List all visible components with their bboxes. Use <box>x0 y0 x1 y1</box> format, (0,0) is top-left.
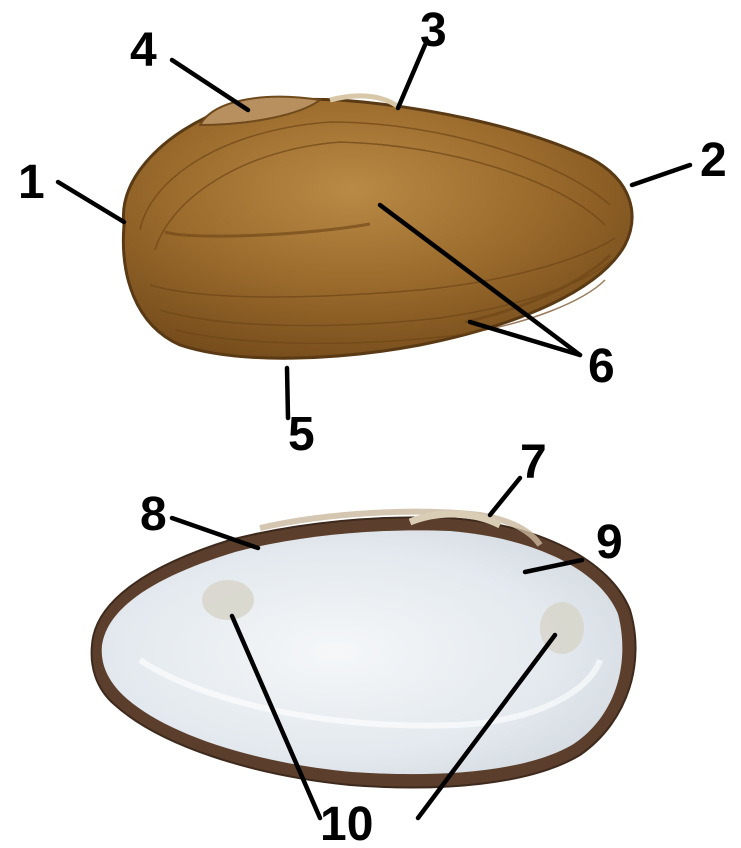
label-8: 8 <box>140 488 167 541</box>
shell-interior <box>92 512 636 788</box>
leader-4 <box>172 60 248 110</box>
shell-exterior <box>123 96 632 358</box>
label-6: 6 <box>588 340 615 393</box>
leader-8 <box>172 518 258 548</box>
label-2: 2 <box>700 134 727 187</box>
label-5: 5 <box>288 408 315 461</box>
label-9: 9 <box>596 516 623 569</box>
label-1: 1 <box>18 156 45 209</box>
label-7: 7 <box>520 436 547 489</box>
label-4: 4 <box>130 24 157 77</box>
leader-1 <box>58 182 124 222</box>
leader-7 <box>490 478 520 515</box>
leader-2 <box>632 165 690 185</box>
label-10: 10 <box>320 798 373 848</box>
anterior-muscle-scar <box>202 580 254 620</box>
leader-6b <box>470 322 580 355</box>
label-3: 3 <box>420 4 447 57</box>
